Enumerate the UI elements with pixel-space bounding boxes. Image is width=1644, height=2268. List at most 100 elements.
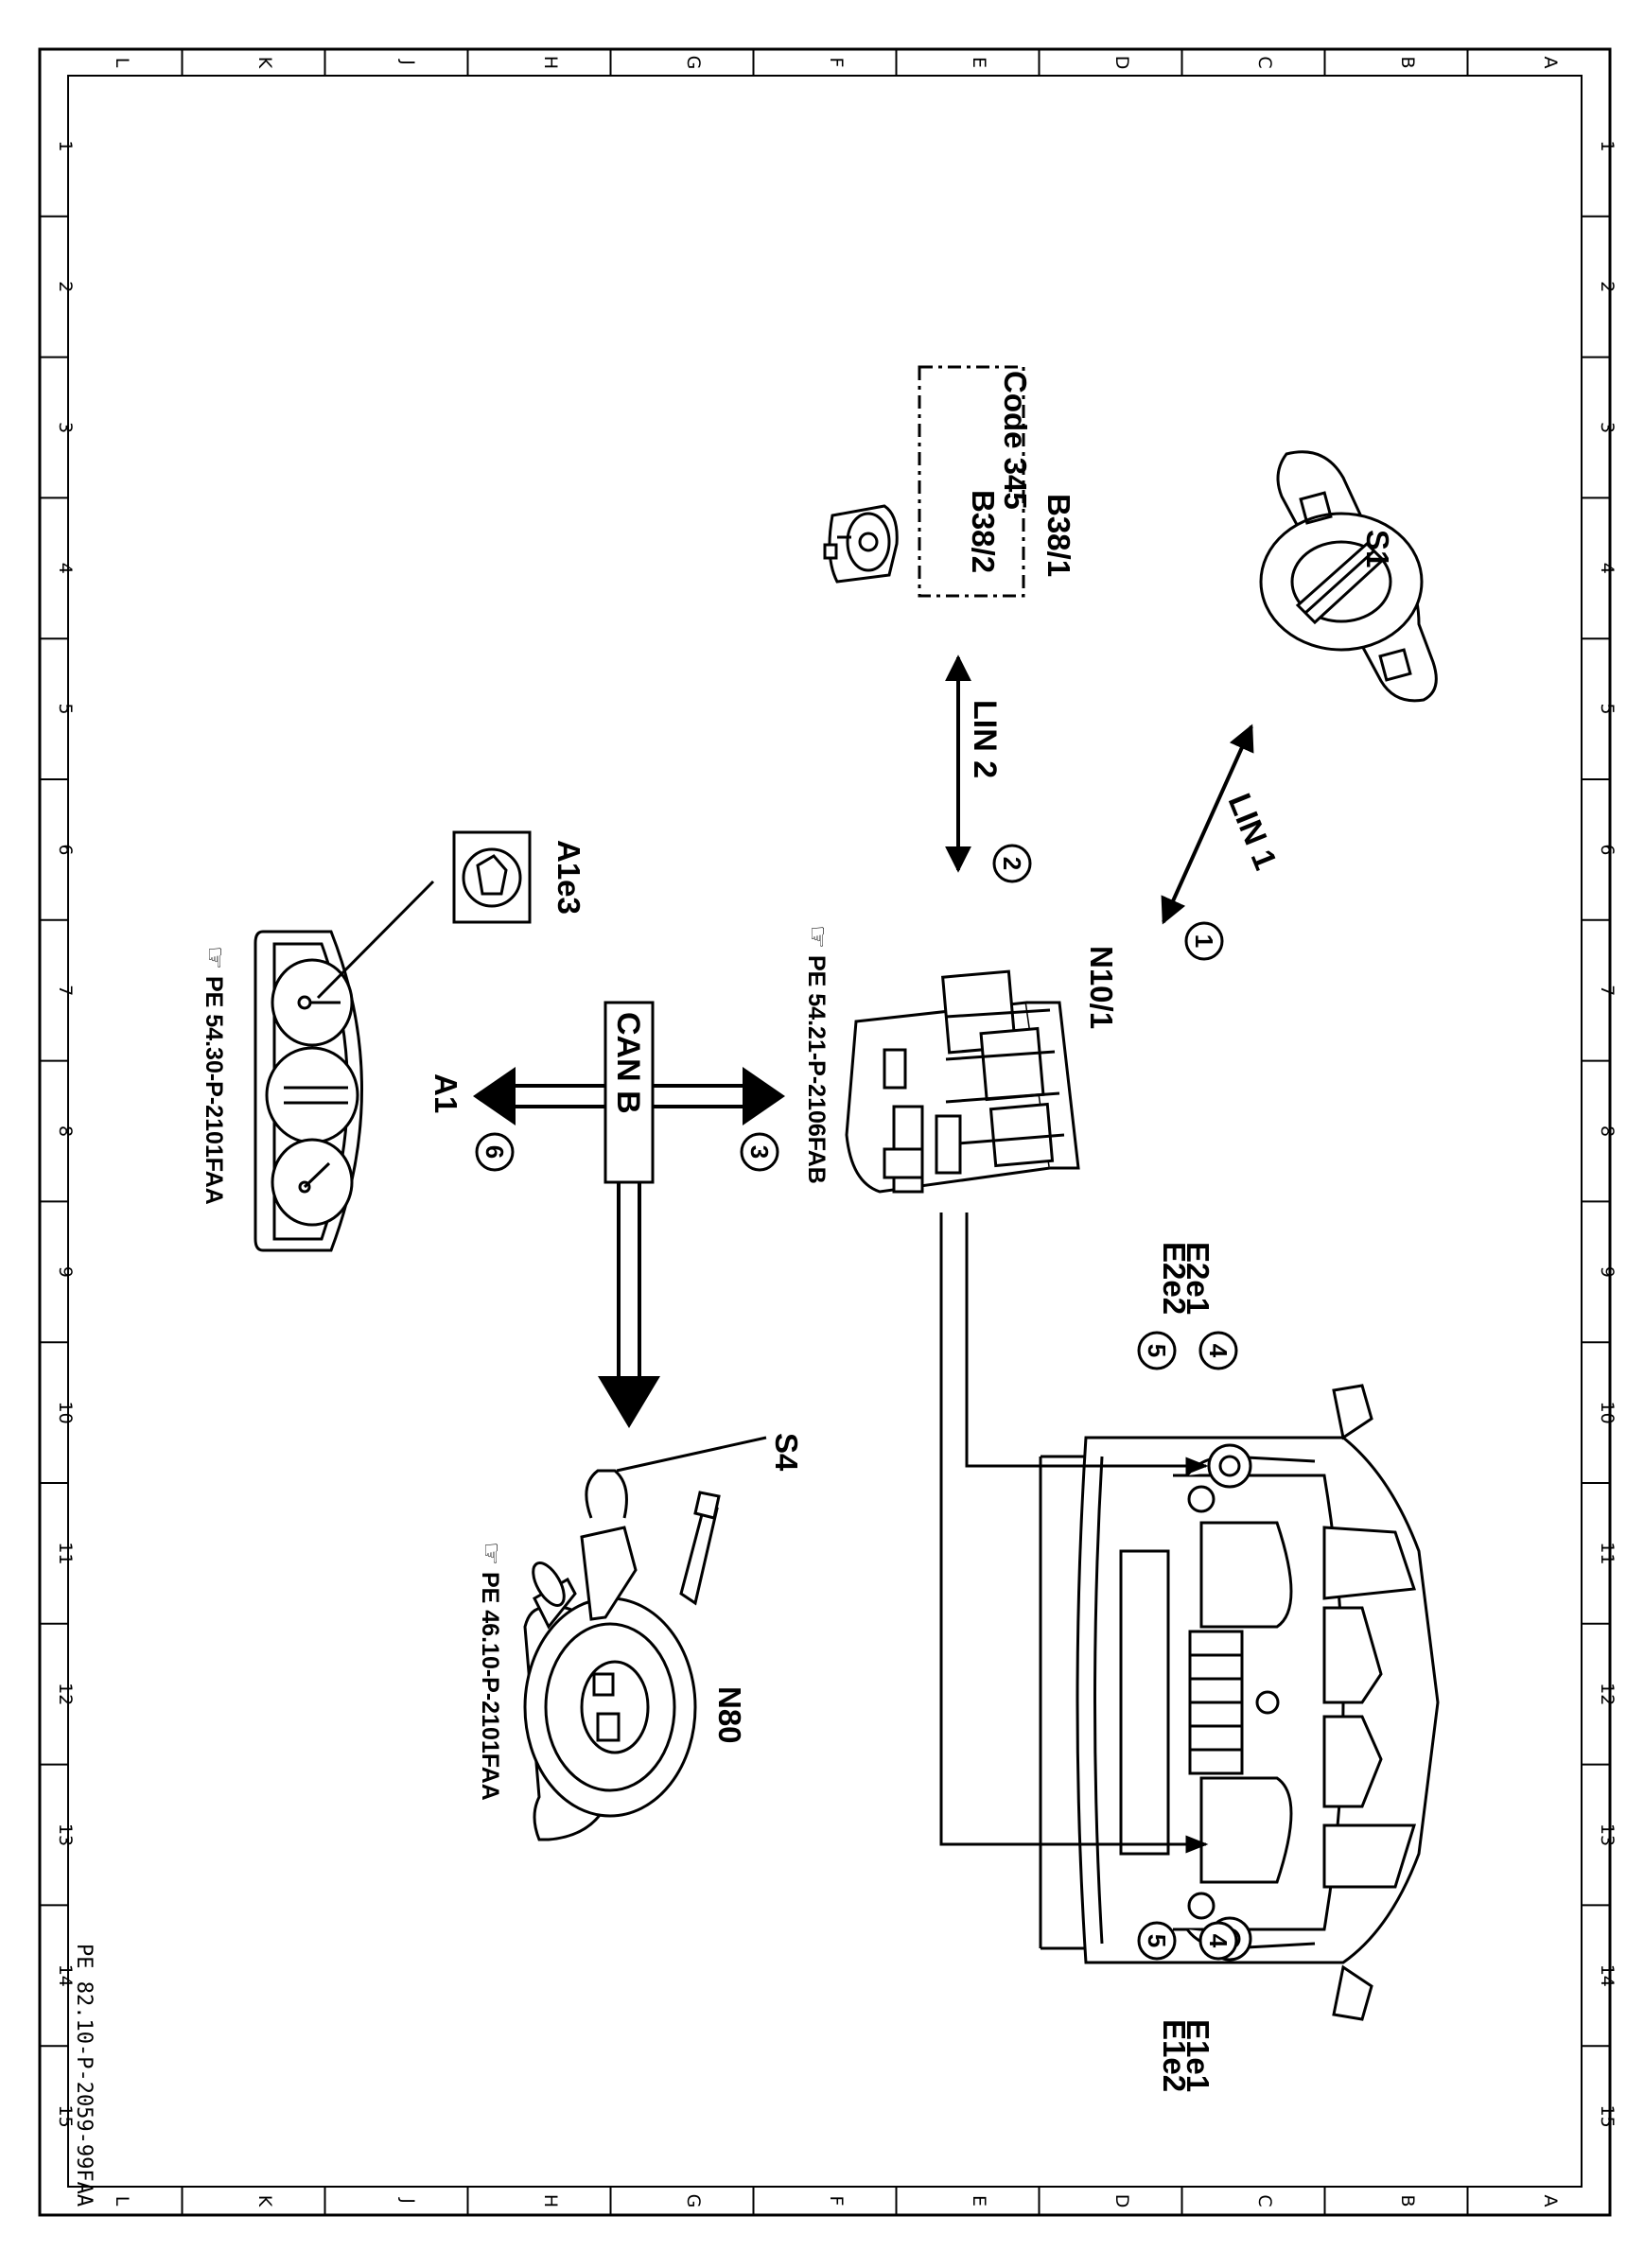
n10-1-label: N10/1 [1084,946,1119,1029]
e1e2-label: E1e2 [1157,2019,1192,2092]
row-grid-ticks [40,215,1610,2048]
n80-reference: PE 46.10-P-2101FAA [477,1572,503,1801]
column-label-top: H [540,56,561,69]
s4-label: S4 [769,1433,804,1472]
control-unit-n10-1-icon [845,969,1080,1194]
n80-reference-hand-icon: ☞ [477,1542,506,1565]
row-label-left: 11 [55,1542,76,1564]
e1e1-label: E1e1 [1181,2019,1216,2092]
callout-5-upper: 5 [1137,1331,1177,1370]
row-label-right: 2 [1597,281,1618,292]
row-label-left: 5 [55,704,76,715]
row-label-left: 7 [55,985,76,996]
callout-1-number: 1 [1190,934,1218,948]
row-label-right: 3 [1597,422,1618,433]
e2e1-label: E2e1 [1181,1242,1216,1315]
headlamp-feed-lines [939,1213,1209,1854]
row-label-left: 8 [55,1125,76,1137]
row-label-left: 15 [55,2105,76,2128]
column-label-bottom: G [683,2194,704,2208]
callout-1: 1 [1184,921,1224,961]
row-label-left: 14 [55,1964,76,1987]
steering-column-module-n80-icon [523,1436,767,1841]
callout-3-number: 3 [745,1145,774,1159]
callout-6-number: 6 [481,1145,509,1159]
column-label-top: L [112,58,132,68]
callout-5-upper-number: 5 [1143,1344,1171,1357]
row-label-left: 4 [55,563,76,574]
column-label-bottom: J [397,2197,418,2204]
lin1-bus-label: LIN 1 [1221,789,1284,875]
row-label-left: 9 [55,1266,76,1278]
column-label-bottom: F [826,2196,847,2207]
row-label-right: 15 [1597,2105,1618,2128]
lin1-bus-line [1161,724,1254,925]
column-label-bottom: L [112,2196,132,2207]
a1-reference-hand-icon: ☞ [201,946,230,969]
column-label-bottom: B [1397,2194,1418,2207]
column-label-top: D [1111,56,1132,70]
lin2-bus-label: LIN 2 [967,700,1003,778]
column-label-bottom: D [1111,2194,1132,2208]
column-label-top: G [683,56,704,70]
vehicle-front-view-icon [1039,1384,1440,2021]
row-label-right: 14 [1597,1964,1618,1987]
row-label-right: 12 [1597,1683,1618,1705]
n10-reference: PE 54.21-P-2106FAB [803,955,830,1184]
column-label-top: B [1397,56,1418,68]
callout-4-lower-number: 4 [1204,1934,1233,1948]
drawing-frame [38,47,1612,2217]
callout-2: 2 [992,844,1032,883]
row-label-right: 6 [1597,844,1618,855]
row-label-right: 8 [1597,1125,1618,1137]
optional-code-box [918,365,1025,598]
a1e3-label: A1e3 [551,840,586,915]
row-label-left: 2 [55,281,76,292]
callout-4-upper: 4 [1198,1331,1238,1370]
row-label-right: 1 [1597,140,1618,151]
column-label-bottom: K [254,2195,275,2207]
callout-6: 6 [475,1132,515,1172]
row-label-right: 13 [1597,1823,1618,1846]
row-label-left: 1 [55,140,76,151]
column-label-top: F [826,58,847,68]
b38-code-label: Code 345 [998,371,1033,510]
column-label-bottom: H [540,2194,561,2207]
row-label-left: 12 [55,1683,76,1705]
row-label-left: 13 [55,1823,76,1846]
column-label-top: C [1254,56,1275,68]
row-label-left: 6 [55,844,76,855]
light-switch-s1-icon [1259,450,1438,703]
a1-reference: PE 54.30-P-2101FAA [201,976,227,1205]
callout-3: 3 [740,1132,779,1172]
column-label-bottom: E [969,2195,989,2207]
row-label-right: 7 [1597,985,1618,996]
row-label-right: 5 [1597,704,1618,715]
indicator-lamp-a1e3-icon [452,830,532,924]
n10-reference-hand-icon: ☞ [803,925,832,949]
row-label-right: 4 [1597,563,1618,574]
b38-1-label: B38/1 [1041,494,1076,577]
document-code: PE 82.10-P-2059-99FAA [72,1944,96,2207]
row-label-left: 10 [55,1402,76,1424]
column-label-bottom: C [1254,2194,1275,2207]
column-label-top: A [1540,57,1561,69]
column-label-top: J [397,59,418,65]
column-label-top: E [969,57,989,68]
rain-light-sensor-b38-icon [823,504,899,584]
callout-5-lower-number: 5 [1143,1934,1171,1947]
n80-label: N80 [712,1686,747,1744]
column-grid-ticks [181,49,1469,2215]
b38-2-label: B38/2 [966,490,1001,573]
e2e2-label: E2e2 [1157,1242,1192,1315]
row-label-right: 11 [1597,1542,1618,1564]
row-label-right: 10 [1597,1402,1618,1424]
can-b-bus [473,1001,785,1428]
column-label-top: K [254,57,275,69]
row-label-left: 3 [55,422,76,433]
callout-4-lower: 4 [1198,1921,1238,1961]
